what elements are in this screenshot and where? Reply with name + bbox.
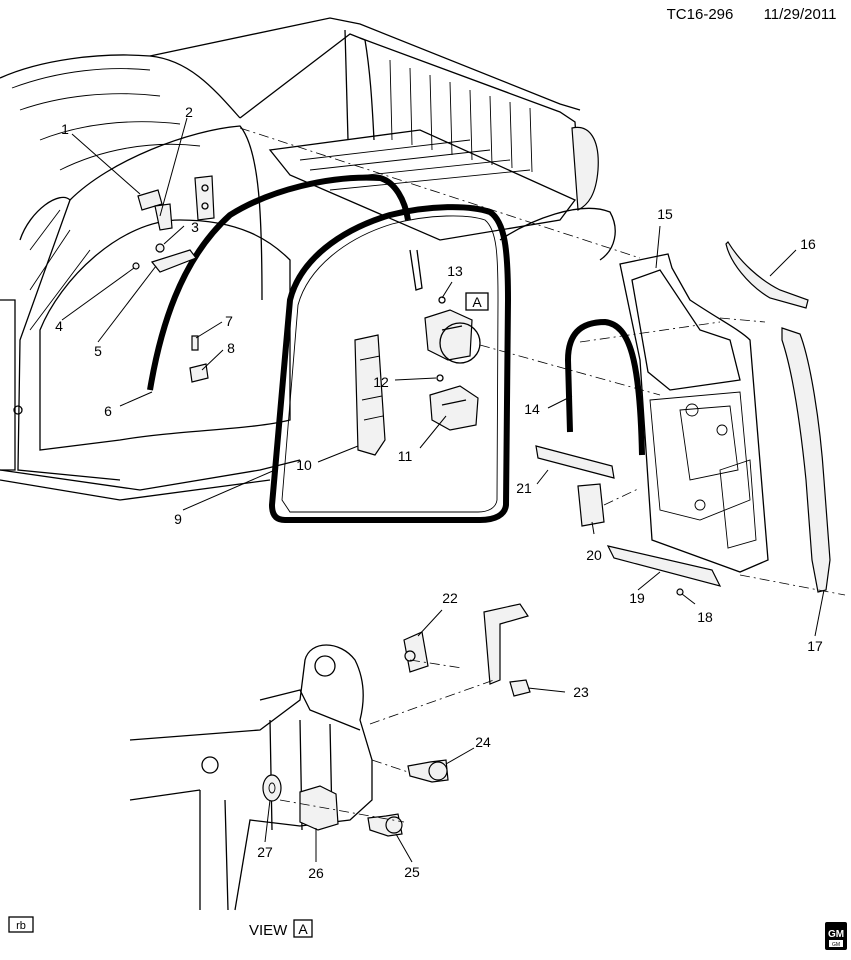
strap-1 bbox=[137, 189, 163, 211]
callout-4: 4 bbox=[55, 318, 63, 334]
bolt-4 bbox=[132, 262, 140, 270]
door-seal-9 bbox=[269, 204, 511, 523]
callout-14: 14 bbox=[524, 401, 540, 417]
bolt-12 bbox=[436, 374, 444, 382]
view-a-detail bbox=[129, 603, 531, 911]
rear-door-15 bbox=[619, 253, 769, 573]
weatherstrip-17 bbox=[781, 327, 831, 593]
callout-23: 23 bbox=[573, 684, 589, 700]
callout-22: 22 bbox=[442, 590, 458, 606]
check-link-5 bbox=[150, 249, 197, 273]
detail-a-box bbox=[465, 292, 489, 311]
callout-16: 16 bbox=[800, 236, 816, 252]
detail-a-letter: A bbox=[472, 294, 482, 310]
hinge-upper bbox=[424, 309, 473, 361]
callout-5: 5 bbox=[94, 343, 102, 359]
screw-7 bbox=[191, 335, 199, 351]
weatherstrip-6 bbox=[147, 174, 411, 391]
rb-tag: rb bbox=[16, 920, 26, 932]
callout-7: 7 bbox=[225, 313, 233, 329]
callout-21: 21 bbox=[516, 480, 532, 496]
gm-logo: GM GM bbox=[825, 922, 847, 950]
callout-11: 11 bbox=[398, 448, 413, 464]
callout-20: 20 bbox=[586, 547, 602, 563]
svg-text:GM: GM bbox=[832, 942, 840, 948]
fastener-18 bbox=[676, 588, 684, 596]
callout-3: 3 bbox=[191, 219, 199, 235]
doc-id: TC16-296 bbox=[667, 6, 734, 23]
seal-21 bbox=[535, 445, 615, 479]
callout-10: 10 bbox=[296, 457, 312, 473]
callout-2: 2 bbox=[185, 104, 193, 120]
callout-26: 26 bbox=[308, 865, 324, 881]
callout-15: 15 bbox=[657, 206, 673, 222]
detail-a-circle bbox=[439, 322, 481, 364]
rb-tag-box bbox=[8, 916, 34, 933]
callout-27: 27 bbox=[257, 844, 273, 860]
view-letter-box bbox=[293, 919, 313, 938]
svg-text:GM: GM bbox=[828, 929, 844, 940]
bolt-13 bbox=[438, 296, 446, 304]
doc-date: 11/29/2011 bbox=[764, 6, 837, 23]
alignment-lines bbox=[239, 127, 846, 596]
filler-16 bbox=[725, 241, 809, 309]
callout-19: 19 bbox=[629, 590, 645, 606]
callout-24: 24 bbox=[475, 734, 491, 750]
run-channel-14 bbox=[565, 319, 645, 456]
bracket-2 bbox=[154, 203, 173, 231]
view-letter: A bbox=[298, 921, 308, 937]
hinge-lower bbox=[429, 385, 479, 431]
callout-12: 12 bbox=[373, 374, 389, 390]
view-label: VIEW bbox=[249, 922, 288, 939]
callouts: 1 2 3 4 5 6 7 8 9 10 11 12 13 14 15 16 1… bbox=[55, 104, 823, 881]
leader-lines bbox=[61, 117, 825, 863]
sill-19 bbox=[606, 545, 722, 587]
truck-body bbox=[0, 17, 616, 501]
pad-20 bbox=[577, 483, 605, 527]
callout-6: 6 bbox=[104, 403, 112, 419]
filler-10 bbox=[354, 334, 386, 456]
callout-25: 25 bbox=[404, 864, 420, 880]
callout-18: 18 bbox=[697, 609, 713, 625]
callout-8: 8 bbox=[227, 340, 235, 356]
nut-3 bbox=[155, 243, 165, 253]
callout-1: 1 bbox=[61, 121, 69, 137]
callout-17: 17 bbox=[807, 638, 823, 654]
callout-13: 13 bbox=[447, 263, 463, 279]
callout-9: 9 bbox=[174, 511, 182, 527]
